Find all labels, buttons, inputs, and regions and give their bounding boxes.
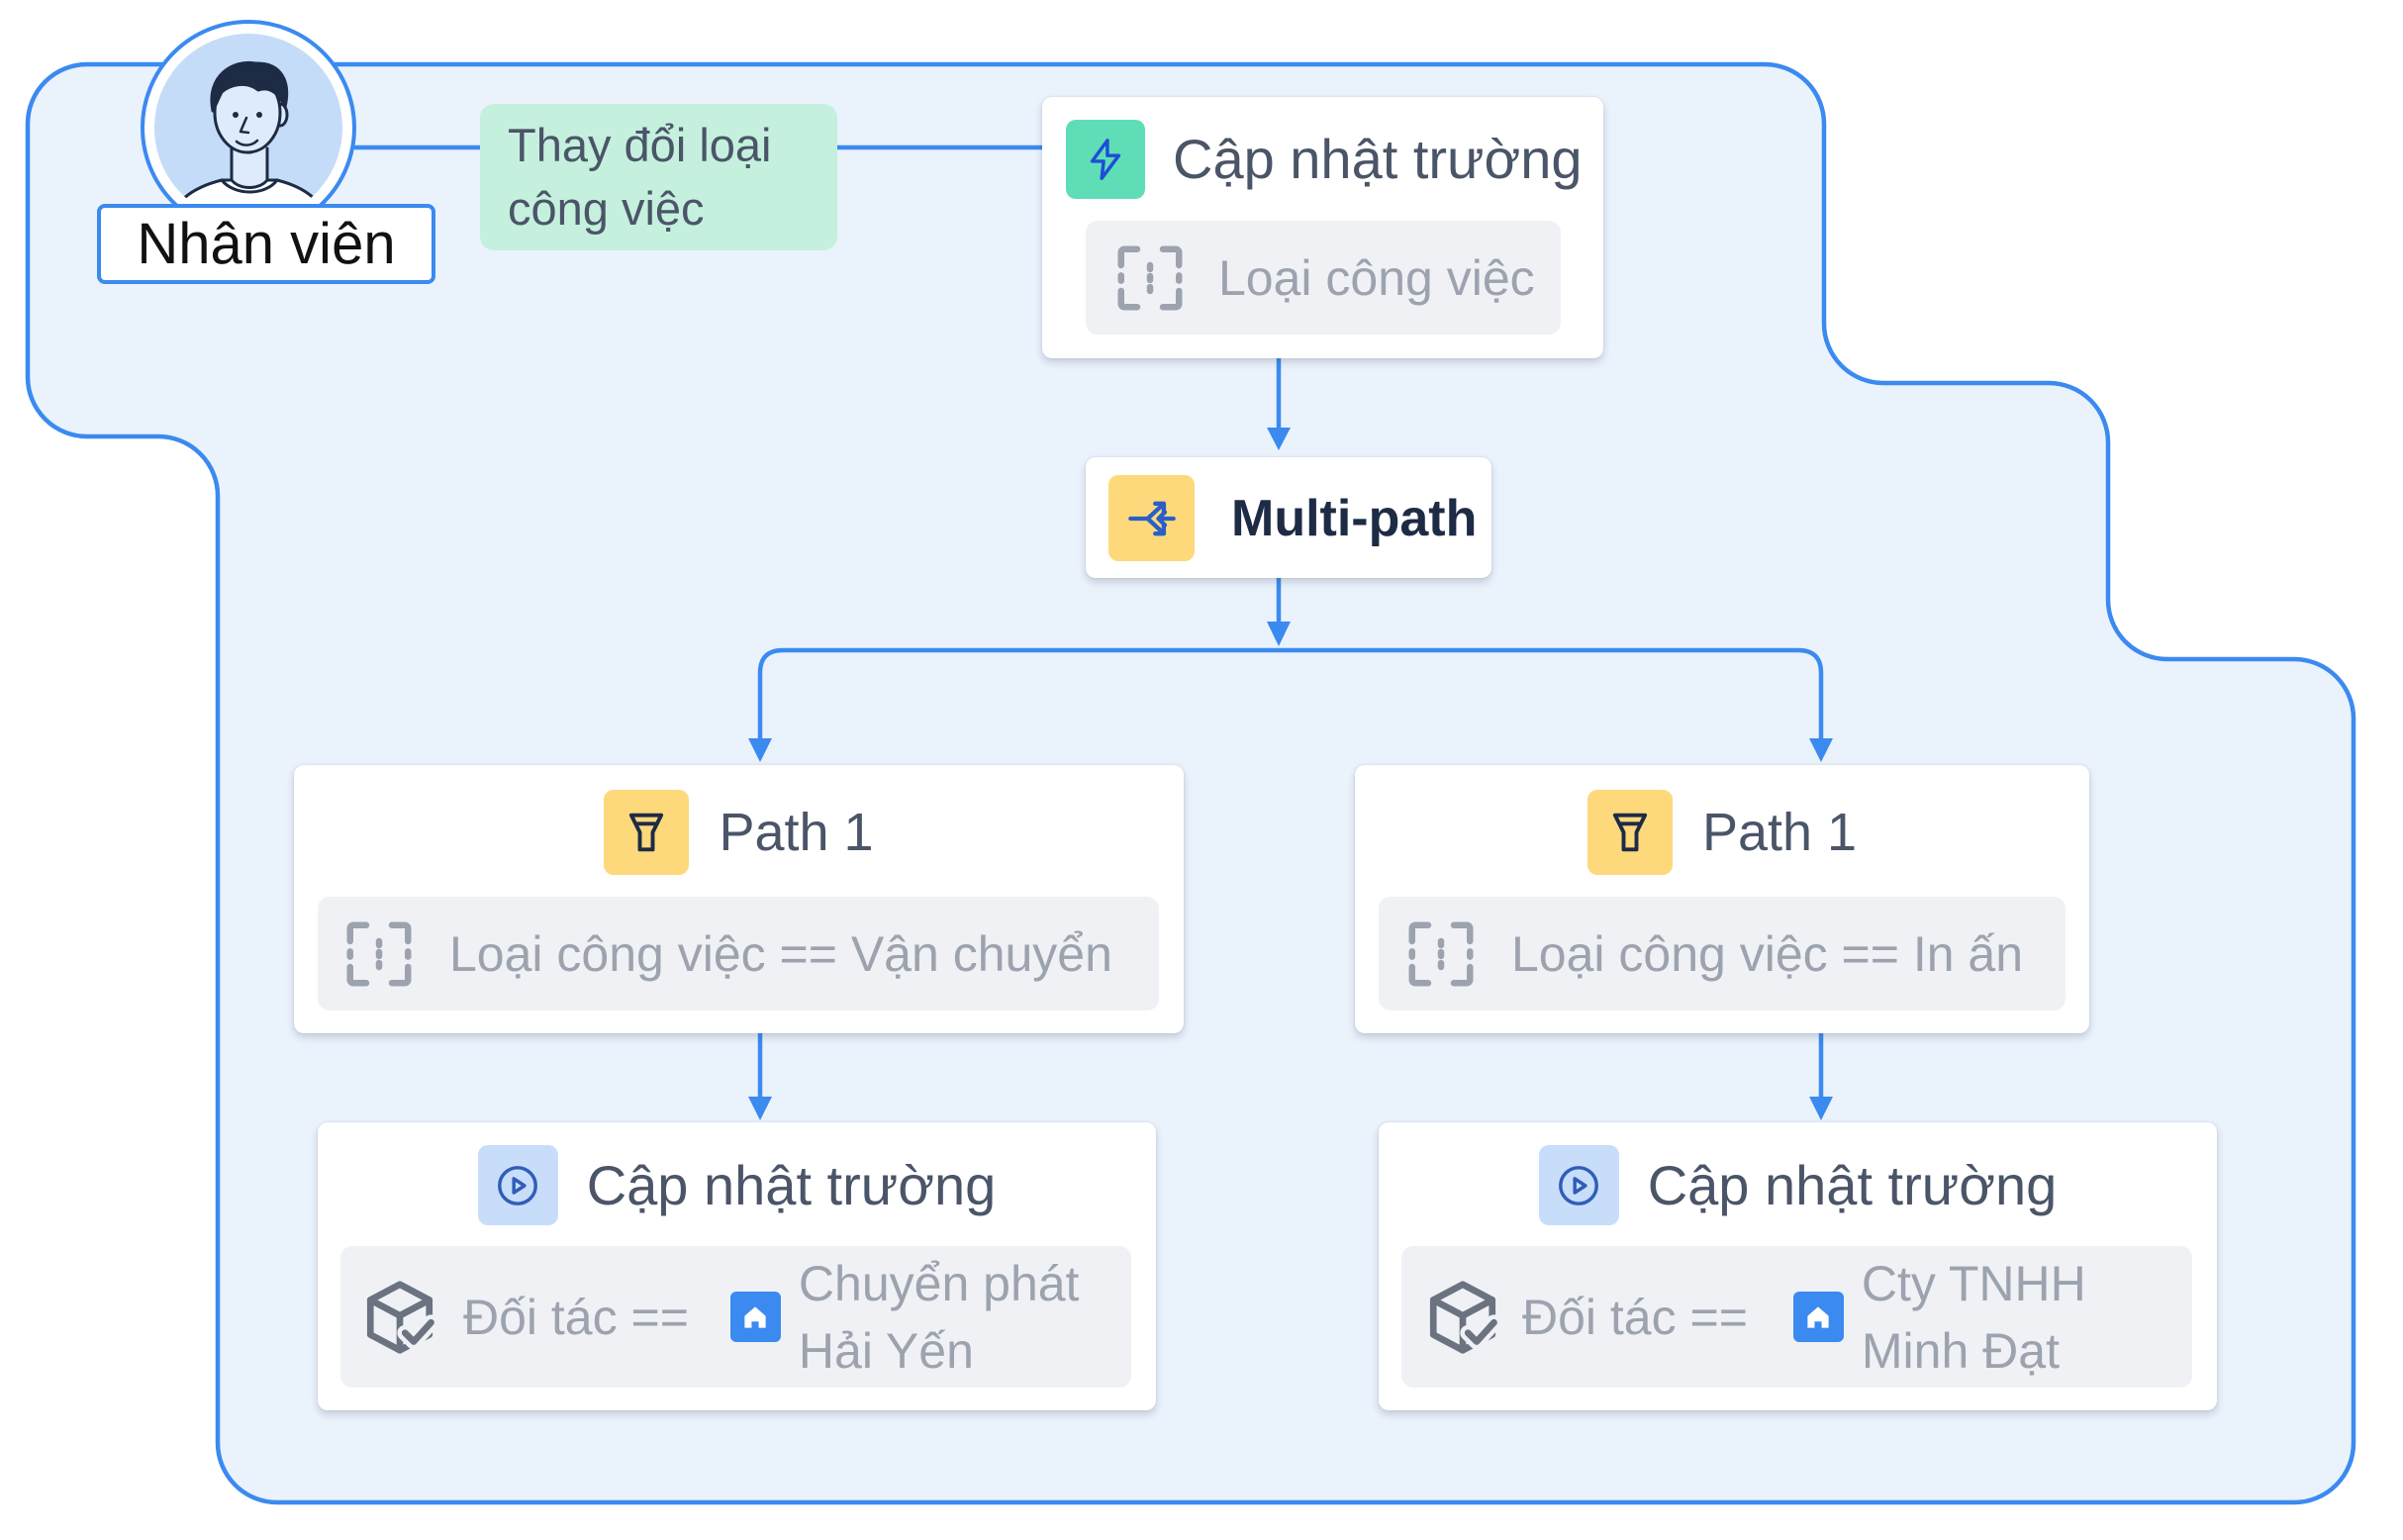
action-value-line: Hải Yến xyxy=(798,1322,974,1379)
path-header: Path 1 xyxy=(294,790,1184,875)
arrow-head xyxy=(748,738,772,762)
action-field-label: Đối tác == xyxy=(1522,1289,1748,1345)
trigger-title: Cập nhật trường xyxy=(1173,128,1583,190)
path-condition-field[interactable]: Loại công việc == In ấn xyxy=(1379,897,2066,1011)
path-header: Path 1 xyxy=(1355,790,2089,875)
home-icon xyxy=(729,1292,781,1342)
connector-branch-split xyxy=(757,647,1824,740)
arrow-head xyxy=(1267,622,1291,646)
path-condition-text: Loại công việc == In ấn xyxy=(1511,925,2024,982)
trigger-header: Cập nhật trường xyxy=(1066,120,1583,199)
trigger-event-line: Thay đổi loại xyxy=(508,119,772,171)
path-card-1[interactable]: Path 1 Loại công việc == Vận chuyển xyxy=(294,765,1184,1033)
action-title: Cập nhật trường xyxy=(586,1153,997,1216)
action-value-line: Chuyển phát xyxy=(798,1255,1080,1311)
avatar-nose xyxy=(239,116,250,135)
action-card-1[interactable]: Cập nhật trường Đối tác == Chuyển phát H… xyxy=(318,1122,1156,1410)
field-select-icon xyxy=(346,921,412,986)
trigger-field[interactable]: Loại công việc xyxy=(1086,221,1561,335)
avatar-illustration xyxy=(141,20,356,236)
play-circle-icon xyxy=(1538,1145,1619,1225)
arrow-head xyxy=(1809,1097,1833,1120)
action-value-line: Minh Đạt xyxy=(1861,1322,2060,1379)
path-title: Path 1 xyxy=(1701,803,1858,862)
action-field-label: Đối tác == xyxy=(463,1289,689,1345)
trigger-event-tag[interactable]: Thay đổi loại công việc xyxy=(480,104,837,250)
action-header: Cập nhật trường xyxy=(318,1145,1156,1225)
path-card-2[interactable]: Path 1 Loại công việc == In ấn xyxy=(1355,765,2089,1033)
multipath-card[interactable]: Multi-path xyxy=(1086,457,1491,578)
action-title: Cập nhật trường xyxy=(1647,1153,2058,1216)
multi-path-glyph xyxy=(1127,501,1176,535)
action-value-line: Cty TNHH xyxy=(1861,1255,2086,1311)
filter-glyph xyxy=(1612,813,1648,852)
home-glyph xyxy=(1807,1305,1830,1328)
play-circle-icon xyxy=(477,1145,558,1225)
action-card-2[interactable]: Cập nhật trường Đối tác == Cty TNHH Minh… xyxy=(1379,1122,2217,1410)
action-field-value: Cty TNHH Minh Đạt xyxy=(1862,1250,2086,1385)
avatar-mouth xyxy=(235,139,259,146)
actor-label-text: Nhân viên xyxy=(137,212,396,276)
trigger-card[interactable]: Cập nhật trường Loại công việc xyxy=(1042,97,1603,358)
trigger-event-line: công việc xyxy=(508,182,705,235)
avatar-neck xyxy=(230,146,269,189)
arrow-head xyxy=(1809,738,1833,762)
action-header: Cập nhật trường xyxy=(1379,1145,2217,1225)
action-field-value: Chuyển phát Hải Yến xyxy=(799,1250,1080,1385)
person-avatar-icon[interactable] xyxy=(141,20,356,236)
home-icon xyxy=(1792,1292,1844,1342)
action-field[interactable]: Đối tác == Chuyển phát Hải Yến xyxy=(340,1246,1131,1388)
field-select-icon xyxy=(1117,245,1183,310)
avatar-collar xyxy=(220,178,279,194)
play-circle-glyph xyxy=(1559,1165,1599,1205)
trigger-field-text: Loại công việc xyxy=(1218,249,1535,306)
box-check-icon xyxy=(366,1280,439,1354)
play-circle-glyph xyxy=(498,1165,538,1205)
filter-icon xyxy=(604,790,690,875)
box-check-icon xyxy=(1429,1280,1502,1354)
path-condition-text: Loại công việc == Vận chuyển xyxy=(449,925,1112,982)
arrow-head xyxy=(1267,428,1291,450)
avatar-eye xyxy=(233,112,239,118)
action-field[interactable]: Đối tác == Cty TNHH Minh Đạt xyxy=(1401,1246,2192,1388)
filter-glyph xyxy=(629,813,664,852)
arrow-head xyxy=(748,1097,772,1120)
avatar-eye xyxy=(256,112,262,118)
home-glyph xyxy=(744,1305,767,1328)
path-condition-field[interactable]: Loại công việc == Vận chuyển xyxy=(318,897,1159,1011)
multipath-header: Multi-path xyxy=(1108,475,1477,561)
field-select-icon xyxy=(1408,921,1474,986)
path-title: Path 1 xyxy=(719,803,874,862)
multipath-title: Multi-path xyxy=(1231,489,1478,547)
lightning-glyph xyxy=(1090,139,1121,180)
avatar-hair xyxy=(210,60,289,113)
actor-label: Nhân viên xyxy=(97,204,435,284)
multi-path-icon xyxy=(1108,475,1195,561)
filter-icon xyxy=(1586,790,1673,875)
lightning-icon xyxy=(1066,120,1145,199)
